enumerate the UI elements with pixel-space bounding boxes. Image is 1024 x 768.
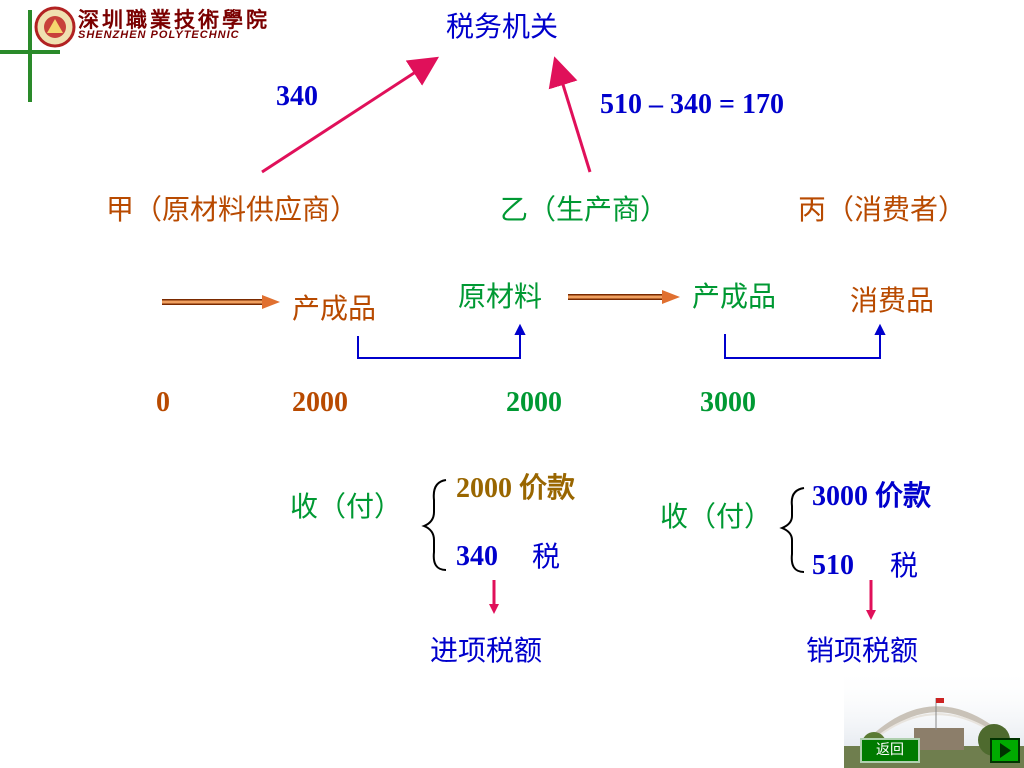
- right-price-label: 3000 价款: [812, 481, 932, 512]
- back-button-label: 返回: [876, 742, 904, 758]
- arrow-supplier-to-tax: [261, 56, 440, 174]
- play-triangle-icon: [1000, 743, 1011, 758]
- down-arrow-right: [866, 580, 876, 620]
- goods-consumer-input: 消费品: [850, 284, 935, 317]
- school-emblem-icon: [34, 6, 76, 48]
- value-producer-input: 2000: [506, 387, 562, 418]
- value-0: 0: [156, 387, 170, 418]
- bracket-left: [357, 323, 526, 359]
- tax-authority-label: 税务机关: [446, 10, 559, 43]
- party-supplier: 甲（原材料供应商）: [106, 193, 359, 226]
- party-producer: 乙（生产商）: [500, 193, 669, 226]
- right-receive-pay-label: 收（付）: [660, 500, 773, 533]
- flow-amount-label: 340: [276, 81, 318, 112]
- goods-producer-output: 产成品: [692, 280, 777, 313]
- goods-supplier-output: 产成品: [292, 292, 377, 325]
- output-tax-label: 销项税额: [806, 634, 919, 667]
- brace-right: [779, 487, 805, 573]
- bracket-right: [724, 323, 886, 359]
- brace-left: [421, 479, 447, 571]
- flow-arrow-right: [568, 290, 680, 304]
- value-producer-output: 3000: [700, 387, 756, 418]
- arrow-producer-to-tax: [548, 56, 592, 173]
- left-price-label: 2000 价款: [456, 473, 576, 504]
- left-tax-word: 税: [532, 540, 561, 573]
- school-logo: [34, 6, 274, 48]
- down-arrow-left: [489, 580, 499, 614]
- right-tax-amount: 510: [812, 550, 854, 581]
- left-tax-amount: 340: [456, 541, 498, 572]
- logo-chinese-name: 深圳職業技術學院: [78, 7, 270, 32]
- left-receive-pay-label: 收（付）: [290, 490, 403, 523]
- party-consumer: 丙（消费者）: [798, 193, 967, 226]
- value-supplier-output: 2000: [292, 387, 348, 418]
- back-button[interactable]: 返回: [860, 738, 920, 763]
- input-tax-label: 进项税额: [430, 634, 543, 667]
- right-tax-word: 税: [890, 549, 919, 582]
- goods-producer-input: 原材料: [458, 280, 543, 313]
- flow-arrow-left: [162, 295, 280, 309]
- corner-decoration: [0, 10, 60, 102]
- vat-formula-label: 510 – 340 = 170: [600, 89, 784, 120]
- next-button[interactable]: [990, 738, 1020, 763]
- logo-english-name: SHENZHEN POLYTECHNIC: [78, 29, 240, 41]
